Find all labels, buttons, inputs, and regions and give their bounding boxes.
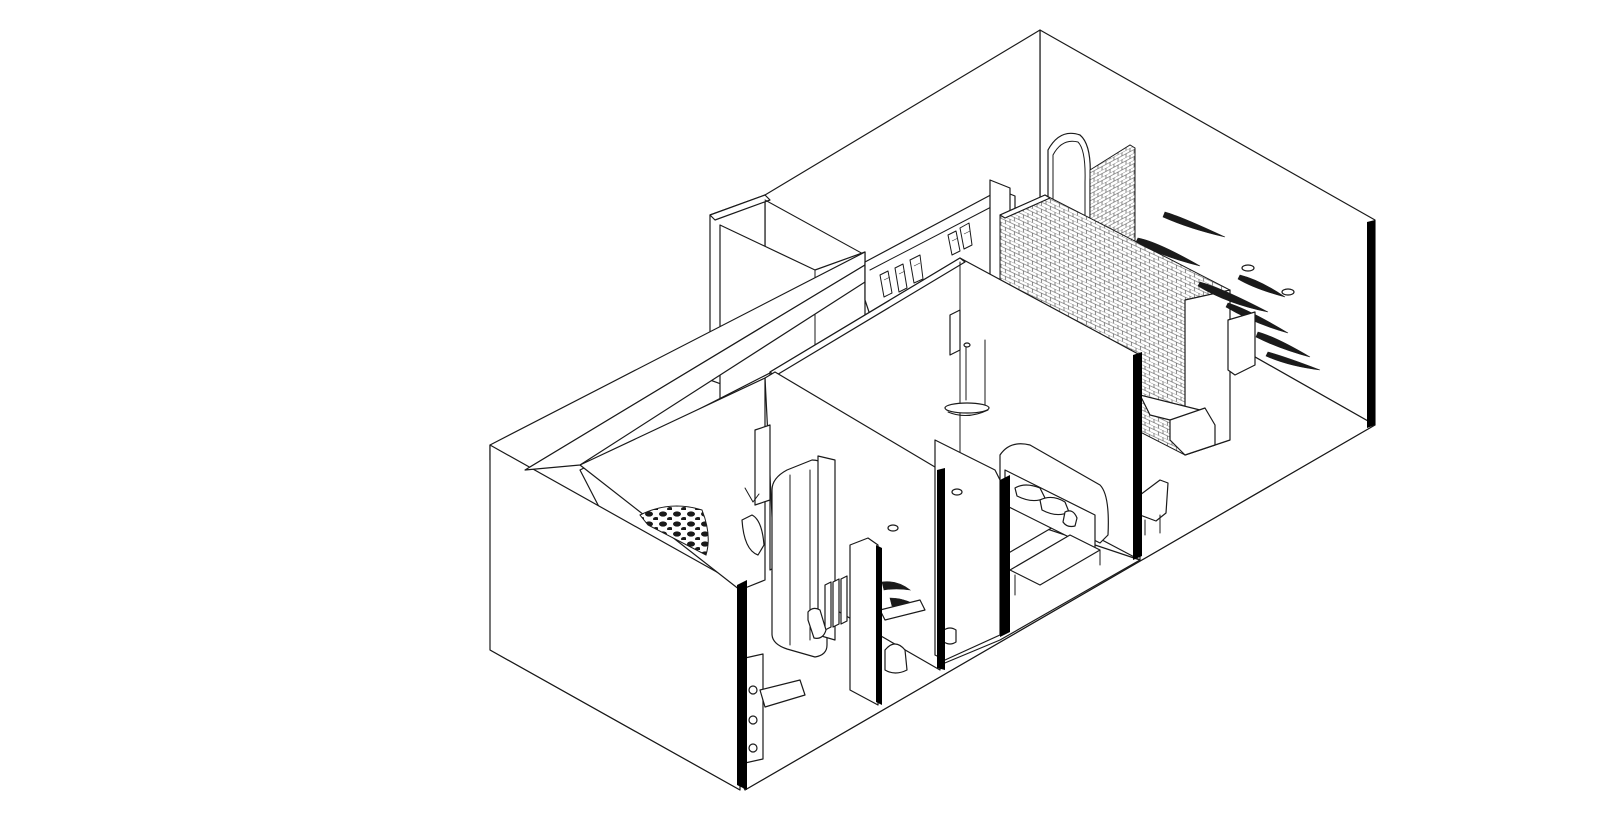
pendant-lights xyxy=(1135,211,1321,371)
patterned-stool xyxy=(639,505,709,556)
base-outline xyxy=(489,424,1376,791)
toilet xyxy=(807,607,827,639)
radiator xyxy=(824,575,848,631)
side-console xyxy=(1139,311,1256,456)
vanity-panel xyxy=(849,524,926,706)
hanging-clothes xyxy=(879,222,973,298)
ceiling-light xyxy=(944,309,990,416)
bed xyxy=(999,443,1109,596)
wall-lamp-bath xyxy=(741,487,765,556)
wall-cut-sections xyxy=(737,220,1375,790)
outer-wall-left xyxy=(489,251,866,791)
